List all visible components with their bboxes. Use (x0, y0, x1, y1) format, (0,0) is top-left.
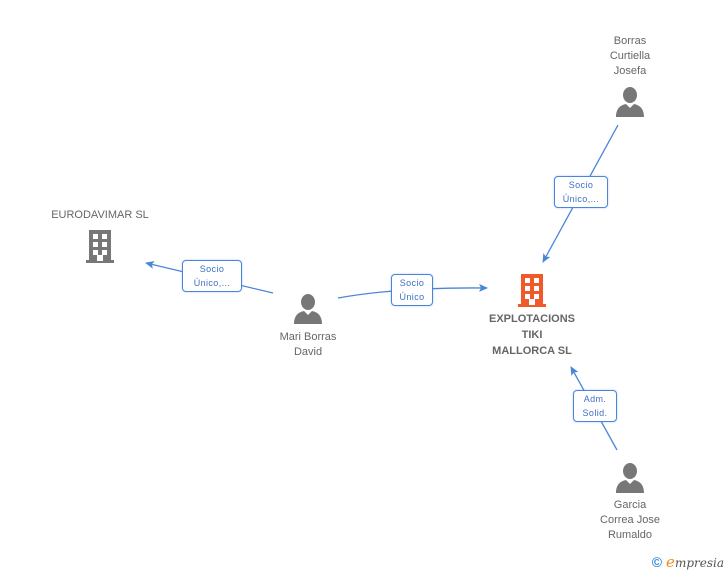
building-icon (86, 230, 114, 263)
person-icon (616, 463, 644, 493)
edge-label-borras-main-company[interactable]: Socio Único,... (554, 176, 608, 208)
node-label: EURODAVIMAR SL (51, 209, 149, 221)
node-label: TIKI (521, 329, 543, 341)
brand-name: mpresia (674, 556, 724, 570)
node-label: EXPLOTACIONS (489, 313, 575, 325)
edge-label-mari-main-company[interactable]: Socio Único (391, 274, 433, 306)
node-label: David (293, 346, 323, 358)
person-icon (616, 87, 644, 117)
node-garcia-correa[interactable]: Garcia Correa Jose Rumaldo (580, 462, 680, 543)
node-mari-borras[interactable]: Mari Borras David (258, 293, 358, 360)
edge-label-mari-eurodavimar[interactable]: Socio Único,... (182, 260, 242, 292)
node-label: Josefa (613, 65, 647, 77)
edge-label-garcia-main-company[interactable]: Adm. Solid. (573, 390, 617, 422)
node-label: Correa Jose (600, 514, 660, 526)
empresia-logo[interactable]: empresia (666, 553, 724, 571)
edge-label-line: Socio (399, 278, 425, 288)
node-eurodavimar[interactable]: EURODAVIMAR SL (40, 208, 160, 264)
brand-initial: e (666, 553, 675, 571)
edge-label-line: Solid. (582, 408, 608, 418)
edge-label-line: Único (399, 292, 425, 302)
edge-label-line: Socio (568, 180, 594, 190)
copyright-icon: © (651, 554, 663, 570)
edge-label-line: Único,... (193, 278, 231, 288)
node-label: Curtiella (609, 50, 651, 62)
node-label: Garcia (613, 499, 647, 511)
node-label: Borras (613, 35, 647, 47)
edge-label-line: Único,... (562, 194, 600, 204)
edge-label-line: Socio (199, 264, 225, 274)
node-label: Rumaldo (607, 529, 653, 541)
footer-branding: © empresia (652, 553, 724, 571)
building-icon (518, 274, 546, 307)
node-label: Mari Borras (279, 331, 337, 343)
node-borras-curtiella[interactable]: Borras Curtiella Josefa (580, 34, 680, 118)
edge-label-line: Adm. (583, 394, 607, 404)
node-label: MALLORCA SL (492, 345, 572, 357)
person-icon (294, 294, 322, 324)
node-main-company[interactable]: EXPLOTACIONS TIKI MALLORCA SL (472, 272, 592, 359)
